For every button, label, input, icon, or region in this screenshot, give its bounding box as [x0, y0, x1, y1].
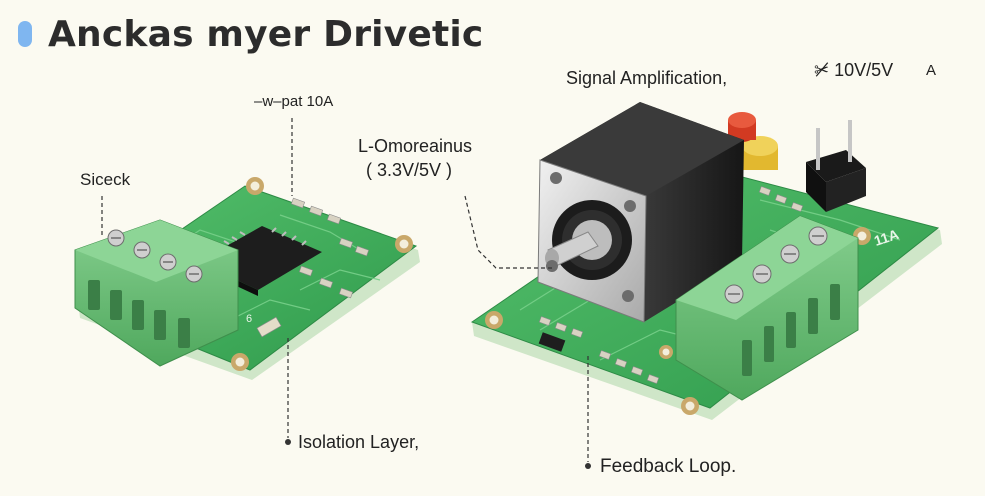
label-feedback-loop: Feedback Loop.	[600, 456, 737, 477]
bullet-dot-icon	[18, 21, 32, 47]
board-marking-6: 6	[246, 313, 252, 325]
title-row: Anckas myer Drivetic	[18, 12, 483, 56]
header-pins	[806, 120, 866, 212]
left-driver-board: 6	[74, 177, 420, 380]
label-voltage-range: ( 3.3V/5V )	[366, 160, 453, 180]
page-title: Anckas myer Drivetic	[48, 13, 484, 55]
label-signal-amplification: Signal Amplification,	[566, 68, 728, 88]
isolation-marker-dot	[285, 439, 291, 445]
capacitors	[728, 112, 778, 170]
label-omoreainus: L-Omoreainus	[358, 136, 473, 156]
label-w-pat-10a: –w–pat 10A	[254, 93, 334, 110]
left-screw-terminal	[74, 219, 239, 367]
stepper-motor	[537, 102, 744, 323]
label-voltage-top: ✂̸ 10V/5V	[814, 60, 894, 80]
label-siceck: Siceck	[80, 170, 131, 189]
leader-lines	[101, 118, 589, 462]
right-driver-board: 11A	[470, 102, 942, 420]
board-marking-11a: 11A	[872, 226, 901, 249]
feedback-marker-dot	[585, 463, 591, 469]
label-isolation-layer: Isolation Layer,	[298, 432, 420, 452]
diode-component	[538, 332, 566, 352]
right-screw-terminal	[675, 215, 859, 401]
label-letter-a: A	[926, 62, 937, 79]
